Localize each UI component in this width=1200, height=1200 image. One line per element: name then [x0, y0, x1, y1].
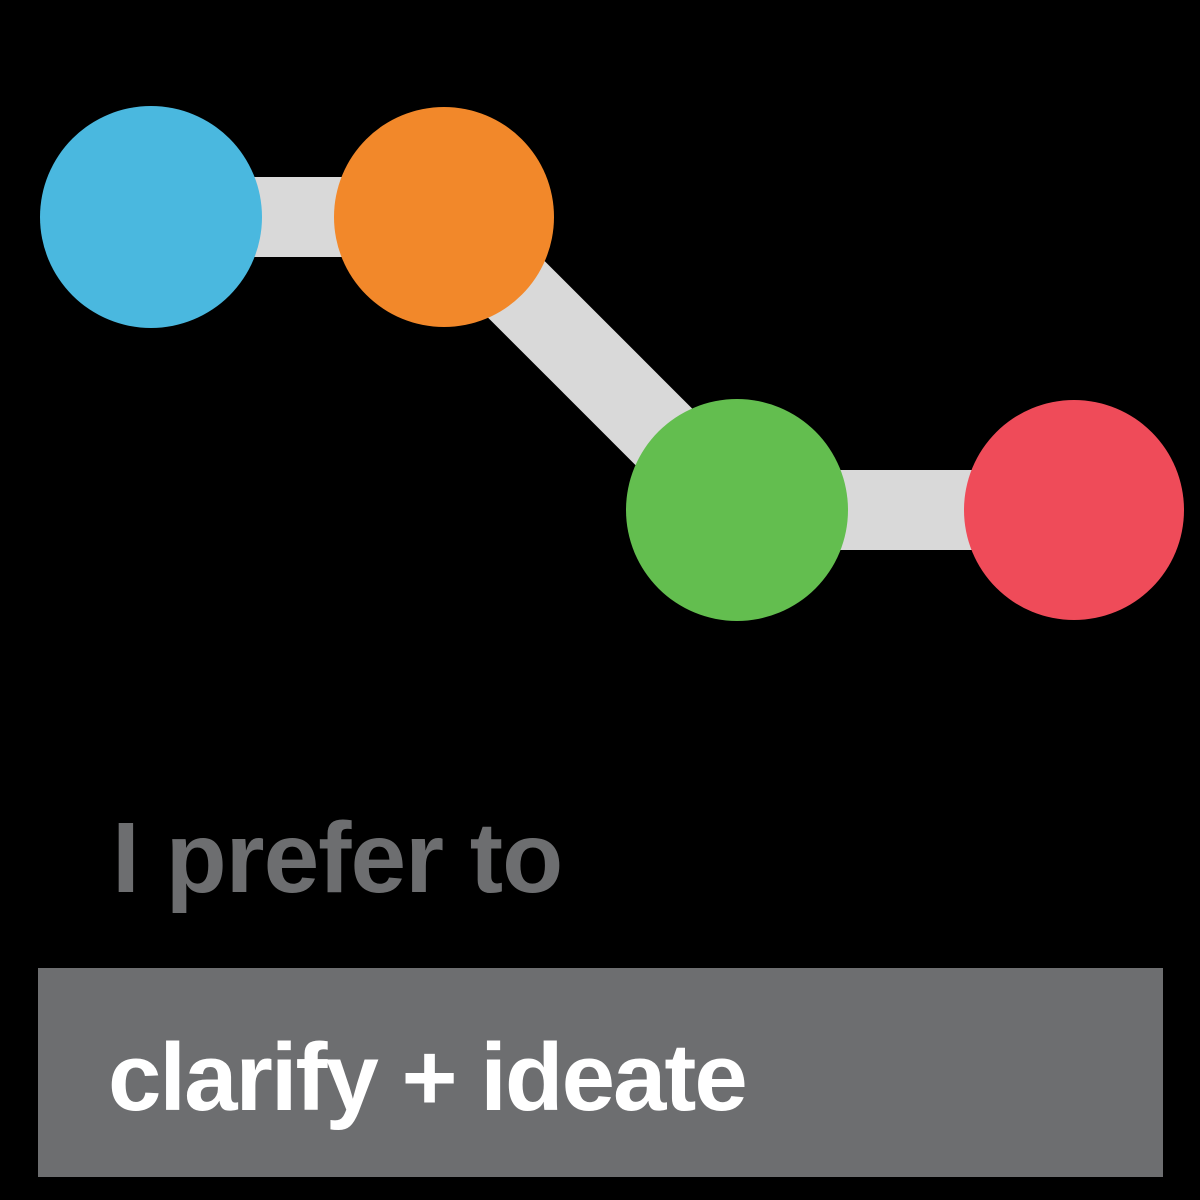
answer-label: clarify + ideate	[108, 1024, 748, 1131]
green-node	[626, 399, 848, 621]
answer-box: clarify + ideate	[38, 968, 1163, 1177]
process-diagram	[40, 106, 1184, 621]
blue-node	[40, 106, 262, 328]
prompt-label: I prefer to	[112, 802, 563, 914]
orange-node	[334, 107, 554, 327]
red-node	[964, 400, 1184, 620]
